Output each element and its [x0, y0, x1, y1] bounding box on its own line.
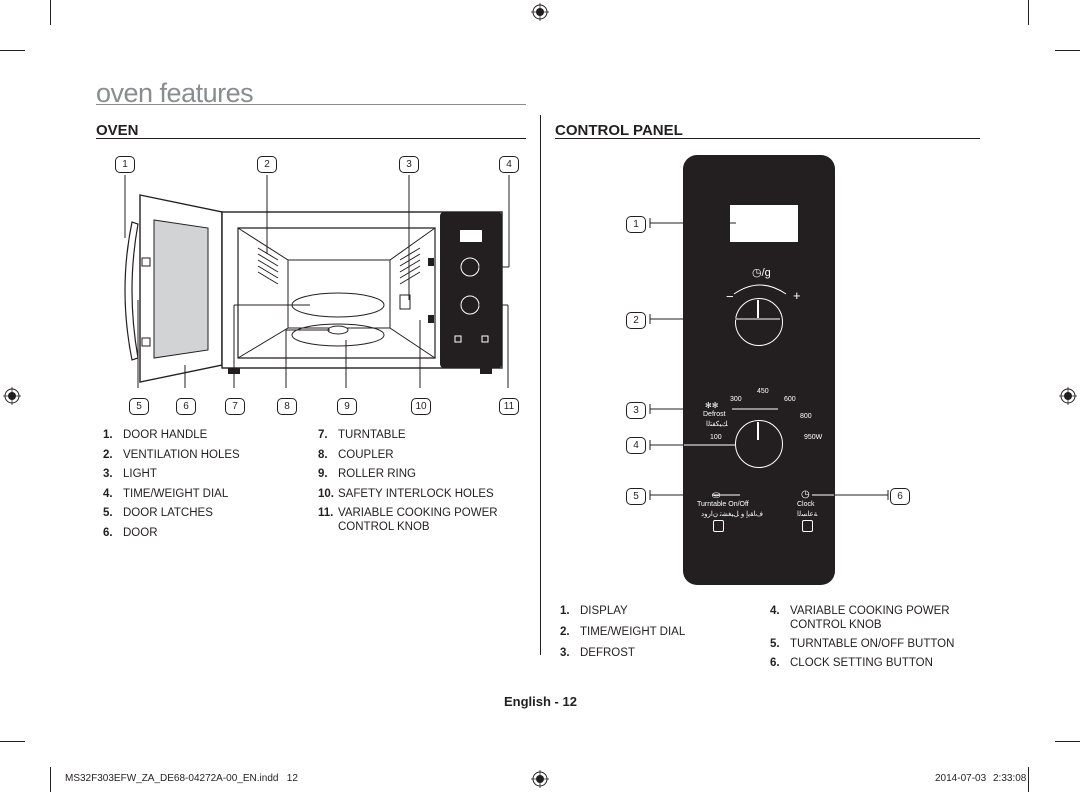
column-divider [540, 115, 541, 655]
plus-symbol: + [793, 288, 801, 303]
page-title: oven features [96, 78, 254, 108]
crop-mark [1055, 741, 1080, 742]
timer-weight-symbol: ◷/g [752, 267, 771, 279]
control-callout-2: 2 [626, 312, 646, 329]
control-panel-heading-rule [555, 138, 980, 139]
clock-label: Clock [797, 501, 815, 508]
crop-mark [1028, 767, 1029, 792]
oven-callout-9: 9 [337, 398, 357, 415]
power-label-100: 100 [710, 434, 722, 441]
oven-heading-rule [96, 138, 526, 139]
power-label-950w: 950W [804, 434, 823, 441]
oven-parts-list-left: 1.DOOR HANDLE 2.VENTILATION HOLES 3.LIGH… [103, 428, 240, 545]
registration-mark-icon [531, 3, 549, 21]
light [399, 294, 411, 310]
time-weight-dial-pointer [757, 300, 759, 318]
turntable-on-off-button[interactable] [713, 520, 724, 532]
clock-arabic-label: ﺔﻋﺎﺴﻟﺍ [797, 511, 818, 518]
list-item: 6.DOOR [103, 526, 158, 539]
control-callout-5: 5 [626, 488, 646, 505]
slug-date: 2014-07-03 [935, 773, 987, 784]
defrost-arabic-label: ﻚﻴﻜﻔﺘﻟﺍ [706, 421, 728, 428]
minus-symbol: − [726, 289, 734, 304]
time-weight-dial[interactable] [735, 298, 783, 346]
oven-callout-3: 3 [399, 156, 419, 173]
crop-mark [50, 0, 51, 25]
list-item: 5.TURNTABLE ON/OFF BUTTON [770, 638, 955, 650]
power-label-450: 450 [757, 388, 769, 395]
oven-control-panel [440, 212, 502, 368]
crop-mark [1055, 50, 1080, 51]
oven-illustration [124, 175, 510, 388]
oven-parts-list-right: 7.TURNTABLE 8.COUPLER 9.ROLLER RING 10.S… [318, 428, 498, 540]
oven-callout-5: 5 [129, 398, 149, 415]
control-panel-heading: CONTROL PANEL [555, 122, 683, 139]
registration-mark-icon [3, 387, 21, 405]
title-rule [96, 104, 526, 105]
list-item: 10.SAFETY INTERLOCK HOLES [318, 487, 494, 500]
list-item: 3.LIGHT [103, 468, 157, 480]
defrost-label: Defrost [703, 411, 726, 418]
crop-mark [50, 767, 51, 792]
registration-mark-icon [1059, 387, 1077, 405]
variable-power-knob[interactable] [735, 420, 783, 468]
list-item: 2.TIME/WEIGHT DIAL [560, 626, 686, 638]
control-callout-6: 6 [890, 488, 910, 505]
oven-callout-6: 6 [176, 398, 196, 415]
list-item: 2.VENTILATION HOLES [103, 448, 240, 461]
list-item: 7.TURNTABLE [318, 429, 406, 441]
slug-time: 2:33:08 [993, 773, 1027, 784]
coupler [327, 325, 349, 335]
list-item: 8.COUPLER [318, 448, 394, 461]
control-panel-list-left: 1.DISPLAY 2.TIME/WEIGHT DIAL 3.DEFROST [560, 604, 685, 666]
page-number: English - 12 [504, 694, 577, 709]
list-item: 4.TIME/WEIGHT DIAL [103, 487, 229, 500]
power-label-800: 800 [800, 413, 812, 420]
crop-mark [0, 741, 25, 742]
oven-heading: OVEN [96, 122, 139, 139]
oven-callout-11: 11 [499, 398, 519, 415]
registration-mark-icon [531, 770, 549, 788]
clock-icon: ◷ [801, 489, 810, 500]
variable-power-knob-pointer [757, 422, 759, 440]
slug-filename: MS32F303EFW_ZA_DE68-04272A-00_EN.indd 12 [65, 773, 298, 784]
dial-arc [733, 284, 787, 295]
oven-callout-8: 8 [277, 398, 297, 415]
oven-callout-7: 7 [225, 398, 245, 415]
control-panel-leader-6 [812, 490, 889, 500]
clock-setting-button[interactable] [802, 520, 813, 532]
list-item: 6.CLOCK SETTING BUTTON [770, 657, 933, 669]
roller-ring [291, 323, 385, 347]
list-item: 9.ROLLER RING [318, 468, 416, 480]
crop-mark [0, 50, 25, 51]
control-callout-4: 4 [626, 437, 646, 454]
crop-mark [1028, 0, 1029, 25]
oven-callout-10: 10 [411, 398, 431, 415]
control-panel-leaders [649, 218, 780, 500]
control-panel-leader-4 [649, 440, 735, 450]
ventilation-holes [257, 247, 421, 285]
control-callout-1: 1 [626, 216, 646, 233]
list-item: 1.DOOR HANDLE [103, 429, 208, 441]
oven-callout-1: 1 [115, 156, 135, 173]
list-item: 3.DEFROST [560, 647, 635, 659]
list-item: 5.DOOR LATCHES [103, 507, 213, 519]
oven-callout-2: 2 [257, 156, 277, 173]
list-item: 1.DISPLAY [560, 605, 628, 617]
door-window [153, 219, 209, 359]
oven-callout-4: 4 [499, 156, 519, 173]
power-label-600: 600 [784, 396, 796, 403]
turntable-label: Turntable On/Off [697, 501, 749, 508]
power-label-300: 300 [730, 396, 742, 403]
control-callout-3: 3 [626, 402, 646, 419]
turntable-arabic-label: ﻑﺎﻘﻳﺇ ﻭ ﻞﻴﻐﺸﺗ ﻥﺍﺭﻭﺩ [701, 511, 763, 518]
door-handle [124, 221, 139, 361]
defrost-icon: ✻✻ [705, 401, 719, 410]
